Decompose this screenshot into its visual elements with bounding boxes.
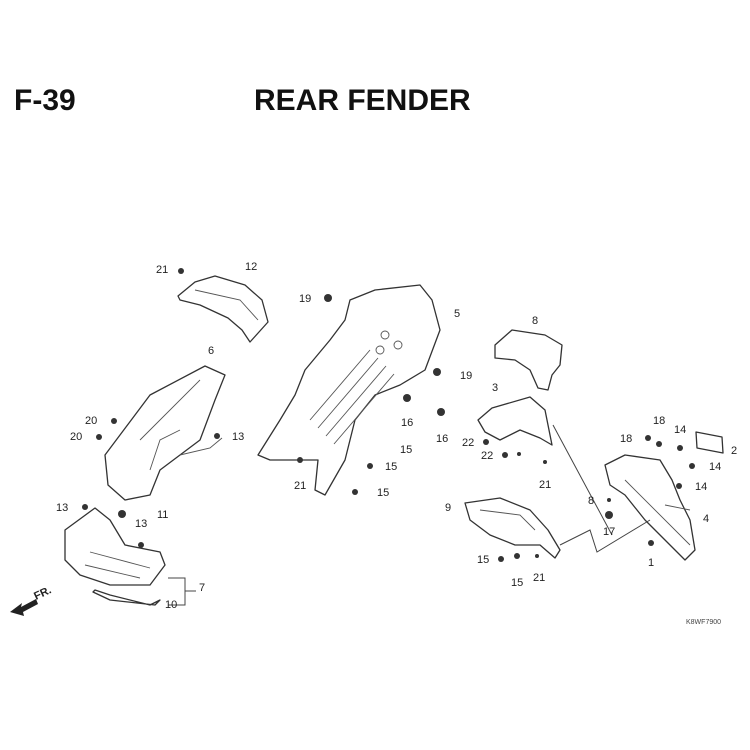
section-title: REAR FENDER [254, 84, 471, 117]
callout: 15 [511, 577, 523, 589]
callout: 1 [648, 557, 654, 569]
callout: 18 [653, 415, 665, 427]
part-8-bracket [494, 329, 563, 391]
callout: 3 [492, 382, 498, 394]
callout: 13 [232, 431, 244, 443]
callout: 15 [477, 554, 489, 566]
part-9-undertray [464, 497, 561, 559]
part-6-fender [104, 365, 226, 501]
callout: 8 [532, 315, 538, 327]
callout: 14 [709, 461, 721, 473]
callout: 19 [460, 370, 472, 382]
callout: 15 [377, 487, 389, 499]
callout: 14 [674, 424, 686, 436]
callout: 9 [445, 502, 451, 514]
callout: 13 [56, 502, 68, 514]
callout: 22 [481, 450, 493, 462]
callout: 10 [165, 599, 177, 611]
front-marker-label: FR. [32, 584, 53, 602]
callout: 21 [539, 479, 551, 491]
callout: 7 [199, 582, 205, 594]
fasteners [82, 268, 695, 562]
section-code: F-39 [14, 84, 76, 117]
callout: 16 [436, 433, 448, 445]
callout: 19 [299, 293, 311, 305]
callout: 16 [401, 417, 413, 429]
callout: 17 [603, 526, 615, 538]
part-3-bracket [477, 396, 553, 446]
callout: 20 [70, 431, 82, 443]
callout: 14 [695, 481, 707, 493]
callout: 18 [620, 433, 632, 445]
part-5-frame [257, 284, 441, 496]
callout: 21 [533, 572, 545, 584]
callout: 13 [135, 518, 147, 530]
callout: 22 [462, 437, 474, 449]
callout: 21 [156, 264, 168, 276]
callout: 20 [85, 415, 97, 427]
callout-labels: 21 12 19 5 8 6 19 3 16 16 20 20 13 18 14… [56, 261, 737, 611]
part-2-reflector [695, 431, 724, 454]
callout: 4 [703, 513, 709, 525]
callout: 15 [400, 444, 412, 456]
callout: 21 [294, 480, 306, 492]
callout: 15 [385, 461, 397, 473]
callout: 6 [208, 345, 214, 357]
callout: 5 [454, 308, 460, 320]
diagram-reference-code: K8WF7900 [686, 619, 721, 626]
callout: 12 [245, 261, 257, 273]
part-12-cover [177, 275, 269, 343]
part-7-lower-fender [64, 507, 166, 606]
part-4-license-holder [604, 454, 696, 561]
callout: 11 [157, 509, 168, 521]
callout: 8 [588, 495, 594, 507]
front-direction-arrow: FR. [10, 584, 53, 616]
callout: 2 [731, 445, 737, 457]
